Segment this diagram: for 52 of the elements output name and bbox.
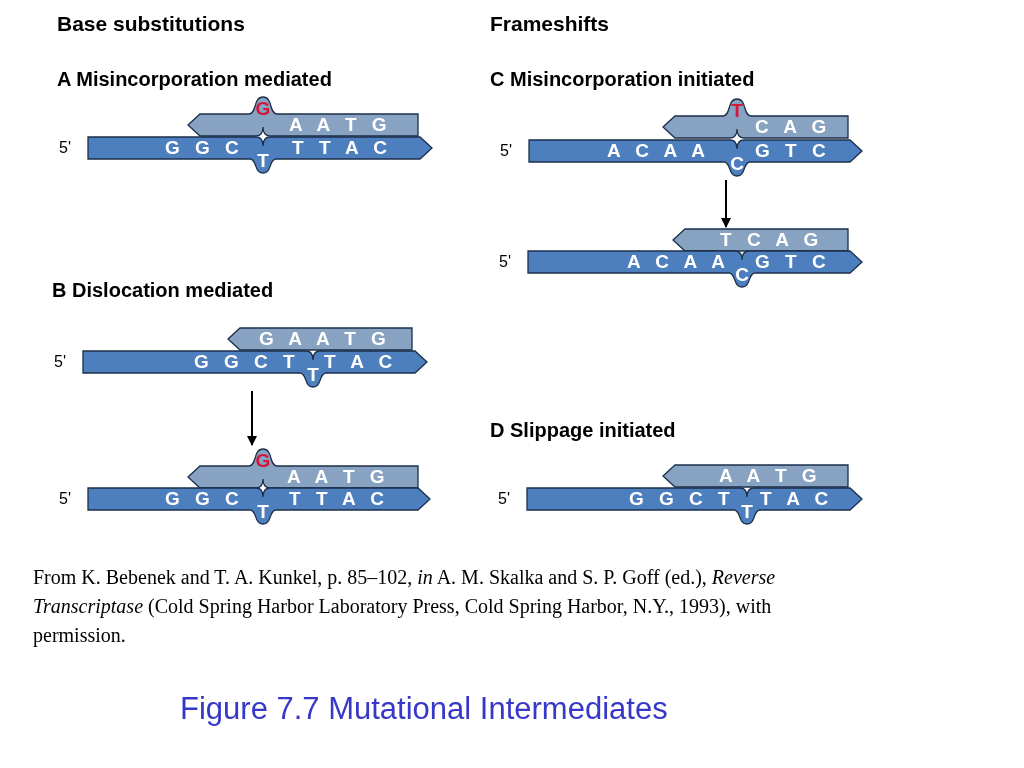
template-strand bbox=[529, 140, 863, 178]
base-sequence: A A T G bbox=[289, 115, 392, 135]
template-strand bbox=[88, 488, 431, 526]
base-sequence: T bbox=[730, 101, 744, 121]
primer-strand bbox=[188, 447, 419, 488]
primer-strand bbox=[663, 97, 849, 138]
panel-heading: D Slippage initiated bbox=[490, 418, 676, 443]
base-sequence: T bbox=[256, 151, 270, 171]
template-strand bbox=[88, 137, 433, 175]
base-sequence: C bbox=[729, 154, 745, 174]
base-sequence: T T A C bbox=[289, 489, 390, 509]
strand-end-label: 5' bbox=[59, 138, 71, 158]
template-strand bbox=[528, 251, 863, 289]
strand-end-label: 5' bbox=[499, 252, 511, 272]
base-sequence: G T C bbox=[755, 252, 831, 272]
base-sequence: G G C bbox=[165, 138, 244, 158]
strand-end-label: 5' bbox=[54, 352, 66, 372]
base-sequence: T A C bbox=[760, 489, 834, 509]
base-sequence: G bbox=[255, 451, 271, 471]
strand-end-label: 5' bbox=[500, 141, 512, 161]
base-sequence: A A T G bbox=[719, 466, 822, 486]
figure-caption: Figure 7.7 Mutational Intermediates bbox=[180, 690, 668, 728]
base-sequence: T bbox=[306, 365, 320, 385]
base-sequence: G T C bbox=[755, 141, 831, 161]
base-sequence: T C A G bbox=[720, 230, 824, 250]
base-sequence: T bbox=[740, 502, 754, 522]
base-sequence: G A A T G bbox=[259, 329, 391, 349]
strand-end-label: 5' bbox=[59, 489, 71, 509]
section-heading: Frameshifts bbox=[490, 11, 610, 37]
panel-heading: C Misincorporation initiated bbox=[490, 67, 755, 92]
panel-heading: A Misincorporation mediated bbox=[57, 67, 332, 92]
base-sequence: G G C T bbox=[629, 489, 735, 509]
arrow bbox=[721, 179, 731, 228]
base-sequence: A C A A bbox=[607, 141, 710, 161]
base-sequence: C A G bbox=[755, 117, 832, 137]
base-sequence: G G C bbox=[165, 489, 244, 509]
base-sequence: T T A C bbox=[292, 138, 393, 158]
section-heading: Base substitutions bbox=[57, 11, 245, 37]
base-sequence: A A T G bbox=[287, 467, 390, 487]
base-sequence: G G C T bbox=[194, 352, 300, 372]
template-strand bbox=[527, 488, 863, 526]
base-sequence: T bbox=[256, 502, 270, 522]
citation-text: From K. Bebenek and T. A. Kunkel, p. 85–102, in A. M. Skalka and S. P. Goff (ed.), Reverse Transcriptase (Cold Spring Harbor Laboratory Press, Cold Spring Harbor, N.Y., 1993), with permission. bbox=[33, 565, 777, 649]
base-sequence: G bbox=[255, 99, 271, 119]
base-sequence: T A C bbox=[324, 352, 398, 372]
base-sequence: A C A A bbox=[627, 252, 730, 272]
template-strand bbox=[83, 351, 428, 389]
primer-strand bbox=[188, 95, 419, 136]
panel-heading: B Dislocation mediated bbox=[52, 278, 274, 303]
arrow bbox=[247, 390, 257, 446]
strand-end-label: 5' bbox=[498, 489, 510, 509]
base-sequence: C bbox=[734, 265, 750, 285]
